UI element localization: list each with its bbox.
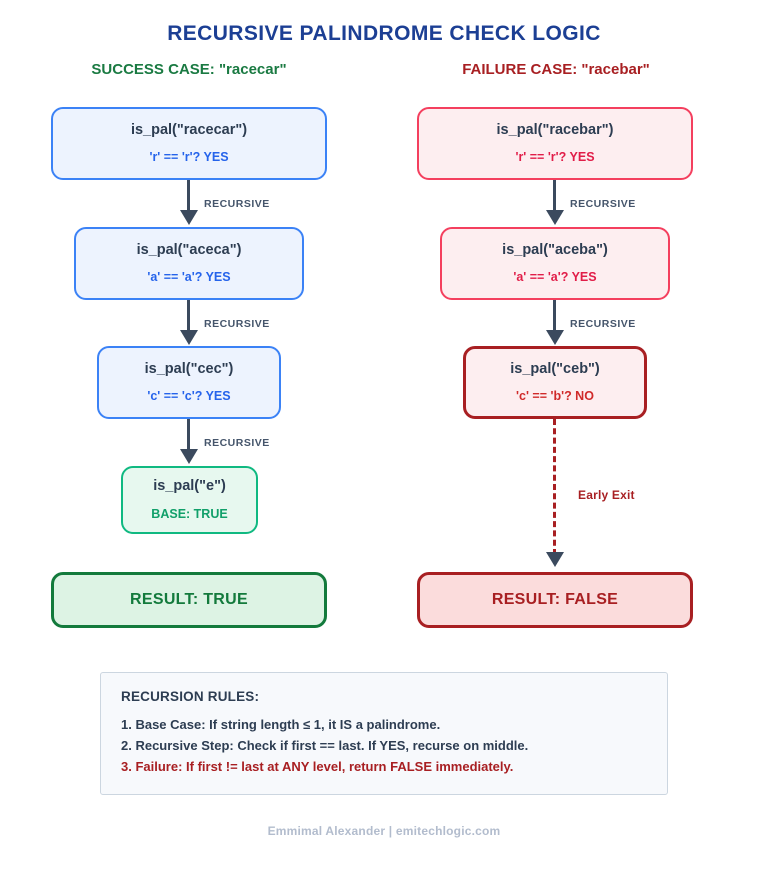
node-title: is_pal("cec") — [144, 360, 234, 377]
failure-early-exit-label: Early Exit — [578, 488, 635, 502]
node-subtitle: 'a' == 'a'? YES — [513, 270, 597, 285]
page-title: RECURSIVE PALINDROME CHECK LOGIC — [167, 22, 601, 45]
success-edge-1-label: RECURSIVE — [204, 198, 270, 210]
success-node-cec[interactable]: is_pal("cec") 'c' == 'c'? YES — [97, 346, 281, 419]
node-subtitle: 'c' == 'b'? NO — [516, 389, 594, 404]
rule-item-2: 2. Recursive Step: Check if first == las… — [121, 738, 529, 754]
result-label: RESULT: TRUE — [130, 591, 248, 609]
recursion-rules-panel: RECURSION RULES: 1. Base Case: If string… — [100, 672, 668, 796]
success-node-aceca[interactable]: is_pal("aceca") 'a' == 'a'? YES — [74, 227, 304, 300]
success-edge-3-label: RECURSIVE — [204, 437, 270, 449]
node-subtitle: 'r' == 'r'? YES — [515, 150, 595, 165]
result-label: RESULT: FALSE — [491, 591, 619, 609]
success-result-box[interactable]: RESULT: TRUE — [51, 572, 327, 628]
failure-column-heading: FAILURE CASE: "racebar" — [462, 61, 650, 78]
failure-edge-1-label: RECURSIVE — [570, 198, 636, 210]
footer-credit: Emmimal Alexander | emitechlogic.com — [267, 824, 501, 838]
success-node-base-case[interactable]: is_pal("e") BASE: TRUE — [121, 466, 258, 534]
failure-node-aceba[interactable]: is_pal("aceba") 'a' == 'a'? YES — [440, 227, 670, 300]
failure-result-box[interactable]: RESULT: FALSE — [417, 572, 693, 628]
success-column-heading: SUCCESS CASE: "racecar" — [91, 61, 287, 78]
failure-edge-2-label: RECURSIVE — [570, 318, 636, 330]
node-title: is_pal("aceca") — [136, 241, 242, 258]
failure-node-ceb[interactable]: is_pal("ceb") 'c' == 'b'? NO — [463, 346, 647, 419]
node-title: is_pal("racecar") — [130, 121, 248, 138]
node-title: is_pal("e") — [153, 478, 226, 495]
node-title: is_pal("aceba") — [502, 241, 608, 258]
node-title: is_pal("ceb") — [510, 360, 600, 377]
node-title: is_pal("racebar") — [496, 121, 614, 138]
node-subtitle: BASE: TRUE — [151, 506, 228, 521]
node-subtitle: 'a' == 'a'? YES — [147, 270, 231, 285]
failure-node-racebar[interactable]: is_pal("racebar") 'r' == 'r'? YES — [417, 107, 693, 180]
rules-heading: RECURSION RULES: — [121, 689, 260, 704]
success-edge-2-label: RECURSIVE — [204, 318, 270, 330]
node-subtitle: 'r' == 'r'? YES — [149, 150, 229, 165]
rule-item-1: 1. Base Case: If string length ≤ 1, it I… — [121, 717, 441, 732]
rule-item-3: 3. Failure: If first != last at ANY leve… — [121, 759, 514, 775]
success-node-racecar[interactable]: is_pal("racecar") 'r' == 'r'? YES — [51, 107, 327, 180]
node-subtitle: 'c' == 'c'? YES — [147, 389, 231, 404]
